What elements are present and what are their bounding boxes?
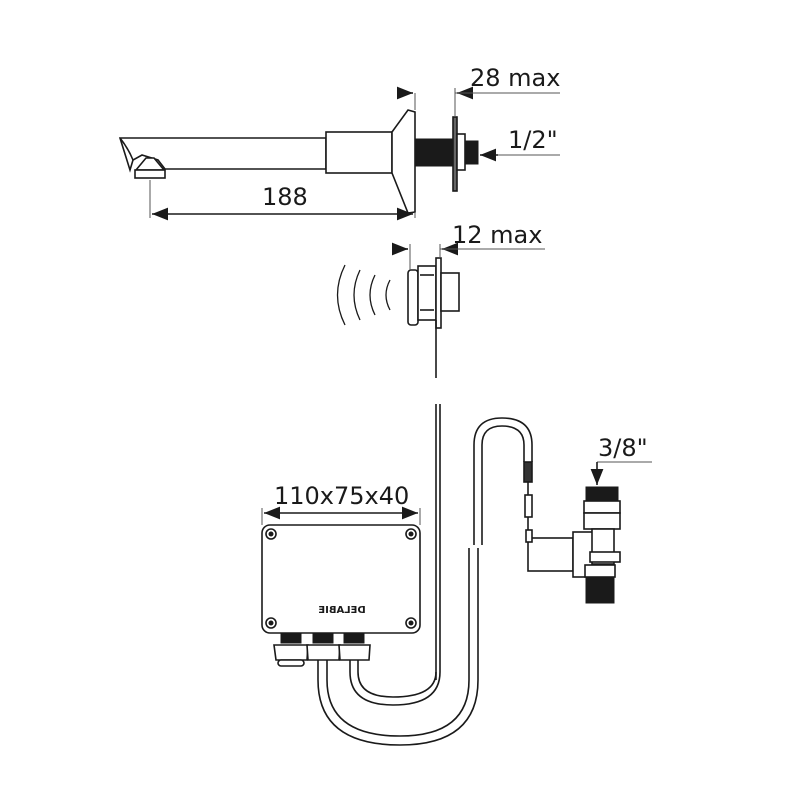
dimension-label-28max: 28 max	[470, 64, 560, 92]
cables	[317, 404, 533, 746]
dimension-label-188: 188	[262, 183, 308, 211]
threaded-rod	[414, 138, 454, 167]
dimension-box: 110x75x40	[261, 482, 421, 525]
dimension-label-12max: 12 max	[452, 221, 542, 249]
wall-flange	[391, 109, 416, 214]
dimension-label-inlet: 1/2"	[508, 126, 558, 154]
nut	[456, 133, 466, 171]
cable-glands	[273, 632, 371, 667]
dimension-28max: 28 max	[397, 64, 560, 117]
screw-icons	[265, 528, 417, 629]
dimension-valve: 3/8"	[590, 434, 652, 485]
dimension-188: 188	[149, 180, 416, 221]
solenoid-valve	[525, 486, 621, 604]
detection-waves-icon	[336, 264, 391, 326]
dimension-label-valve: 3/8"	[598, 434, 648, 462]
dimension-12max: 12 max	[392, 221, 545, 270]
delabie-logo: DELABIE	[318, 605, 366, 616]
control-box: DELABIE	[261, 524, 421, 667]
sensor	[336, 257, 460, 680]
dimension-label-box: 110x75x40	[274, 482, 409, 510]
dimension-inlet: 1/2"	[480, 126, 560, 162]
